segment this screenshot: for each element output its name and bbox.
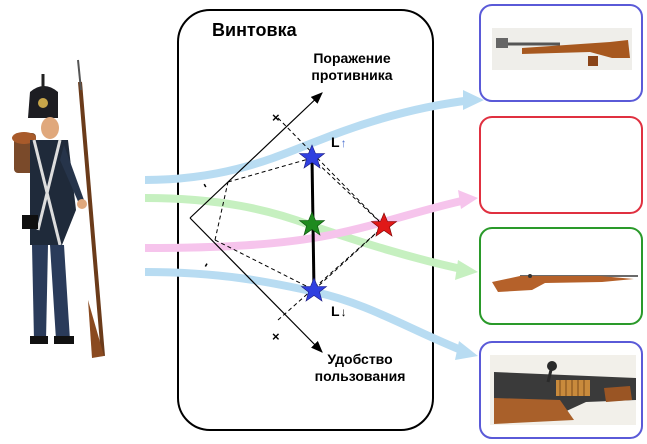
star-green <box>298 211 326 236</box>
rifle-image-long <box>492 274 638 292</box>
axis-bottom-label: Удобство пользования <box>292 351 428 385</box>
label-l-up-letter: L <box>331 134 340 150</box>
axis-top-label: Поражение противника <box>300 50 404 84</box>
pink-path-arrowhead <box>458 190 478 209</box>
blue-path-top <box>144 96 473 184</box>
blue-path-bottom-arrowhead <box>455 341 478 360</box>
axis-top-arrow <box>189 92 323 219</box>
arrow-up-icon: ↑ <box>340 136 347 150</box>
pink-path <box>144 196 467 252</box>
axis-bottom-line-1: Удобство <box>327 351 393 367</box>
soldier-illustration <box>12 59 105 358</box>
axis-bottom-arrow <box>189 217 323 353</box>
label-l-up: L↑ <box>331 134 347 150</box>
star-blue-bottom <box>300 277 328 302</box>
star-red <box>370 212 398 237</box>
mark-plus-top: × <box>272 110 280 125</box>
blue-path-top-arrowhead <box>463 90 484 110</box>
mark-plus-bottom: × <box>272 329 280 344</box>
axis-marks: × × - - <box>198 110 280 344</box>
stars <box>298 144 398 302</box>
axis-bottom-line-2: пользования <box>314 368 406 384</box>
axis-top-line-1: Поражение <box>313 50 391 66</box>
star-blue-top <box>298 144 326 169</box>
rifle-image-bolt <box>490 355 636 425</box>
label-l-down: L↓ <box>331 303 347 319</box>
rifle-cards <box>479 4 643 439</box>
arrow-down-icon: ↓ <box>340 305 347 319</box>
mark-minus-bottom: - <box>198 259 213 270</box>
axis-top-line-2: противника <box>311 67 393 83</box>
dashed-guides <box>214 117 385 321</box>
rifle-image-top <box>492 28 632 70</box>
mark-minus-top: - <box>198 179 213 190</box>
green-path-arrowhead <box>455 260 478 280</box>
axes <box>189 92 323 353</box>
panel-title: Винтовка <box>212 20 297 40</box>
card-empty <box>479 116 643 214</box>
label-l-down-letter: L <box>331 303 340 319</box>
